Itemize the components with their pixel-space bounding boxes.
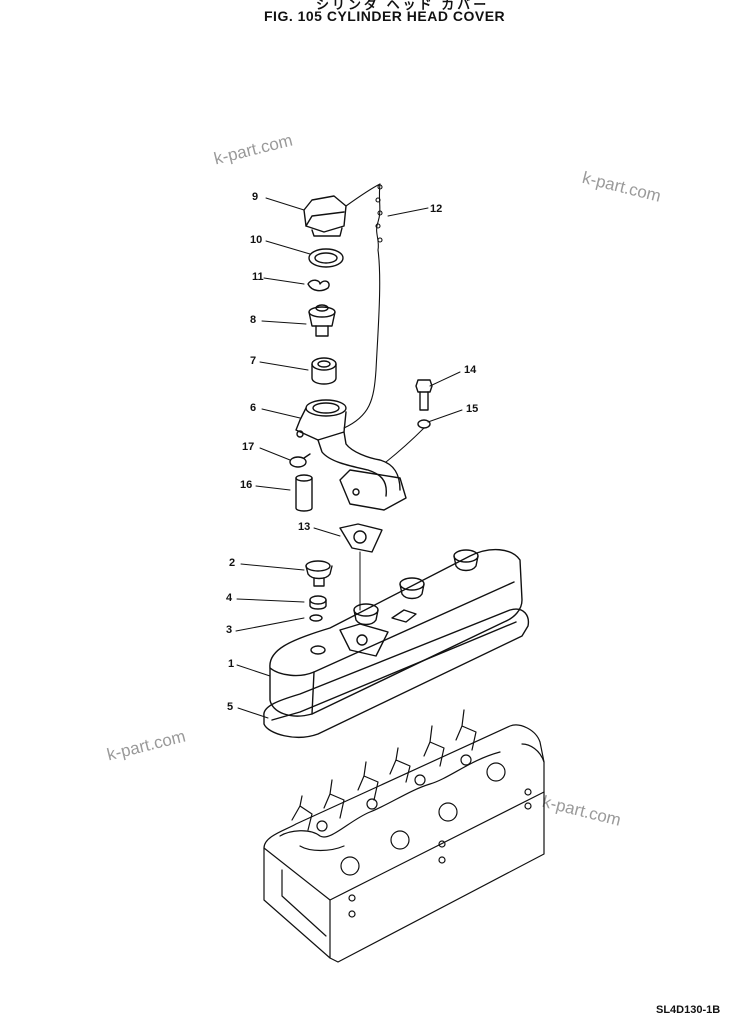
cylinder-head	[263, 709, 545, 963]
head-cover	[269, 549, 523, 717]
breather-element	[308, 304, 336, 337]
callout-5: 5	[227, 701, 234, 713]
figure-title-japanese: シリンダ ヘッド カバー	[316, 0, 490, 12]
oil-filler-cap	[303, 195, 347, 237]
figure-title: FIG. 105 CYLINDER HEAD COVER	[264, 8, 506, 24]
filler-seal	[311, 357, 337, 385]
hose-clamp	[289, 453, 311, 468]
drawing-code: SL4D130-1B	[656, 1004, 721, 1016]
breather-hose	[295, 474, 313, 512]
retaining-chain	[343, 183, 383, 429]
head-cover-gasket	[263, 608, 530, 738]
callout-2: 2	[229, 557, 236, 569]
cap-nut	[305, 560, 333, 587]
callout-9: 9	[252, 191, 259, 203]
washer	[417, 419, 431, 429]
callout-10: 10	[250, 234, 263, 246]
callout-7: 7	[250, 355, 257, 367]
callout-16: 16	[240, 479, 253, 491]
callout-14: 14	[464, 364, 477, 376]
callout-15: 15	[466, 403, 479, 415]
elbow-gasket	[339, 523, 383, 553]
callout-6: 6	[250, 402, 257, 414]
callout-4: 4	[226, 592, 233, 604]
callout-1: 1	[228, 658, 235, 670]
callout-11: 11	[252, 271, 264, 283]
filler-neck-elbow	[295, 399, 407, 511]
callout-8: 8	[250, 314, 257, 326]
callout-3: 3	[226, 624, 233, 636]
clip	[307, 279, 330, 292]
callout-12: 12	[430, 203, 443, 215]
leader-lines	[235, 197, 463, 719]
callout-13: 13	[298, 521, 311, 533]
callout-17: 17	[242, 441, 255, 453]
bolt	[415, 379, 433, 411]
o-ring	[309, 614, 323, 622]
seal-washer	[309, 595, 327, 610]
cap-gasket	[308, 248, 344, 268]
